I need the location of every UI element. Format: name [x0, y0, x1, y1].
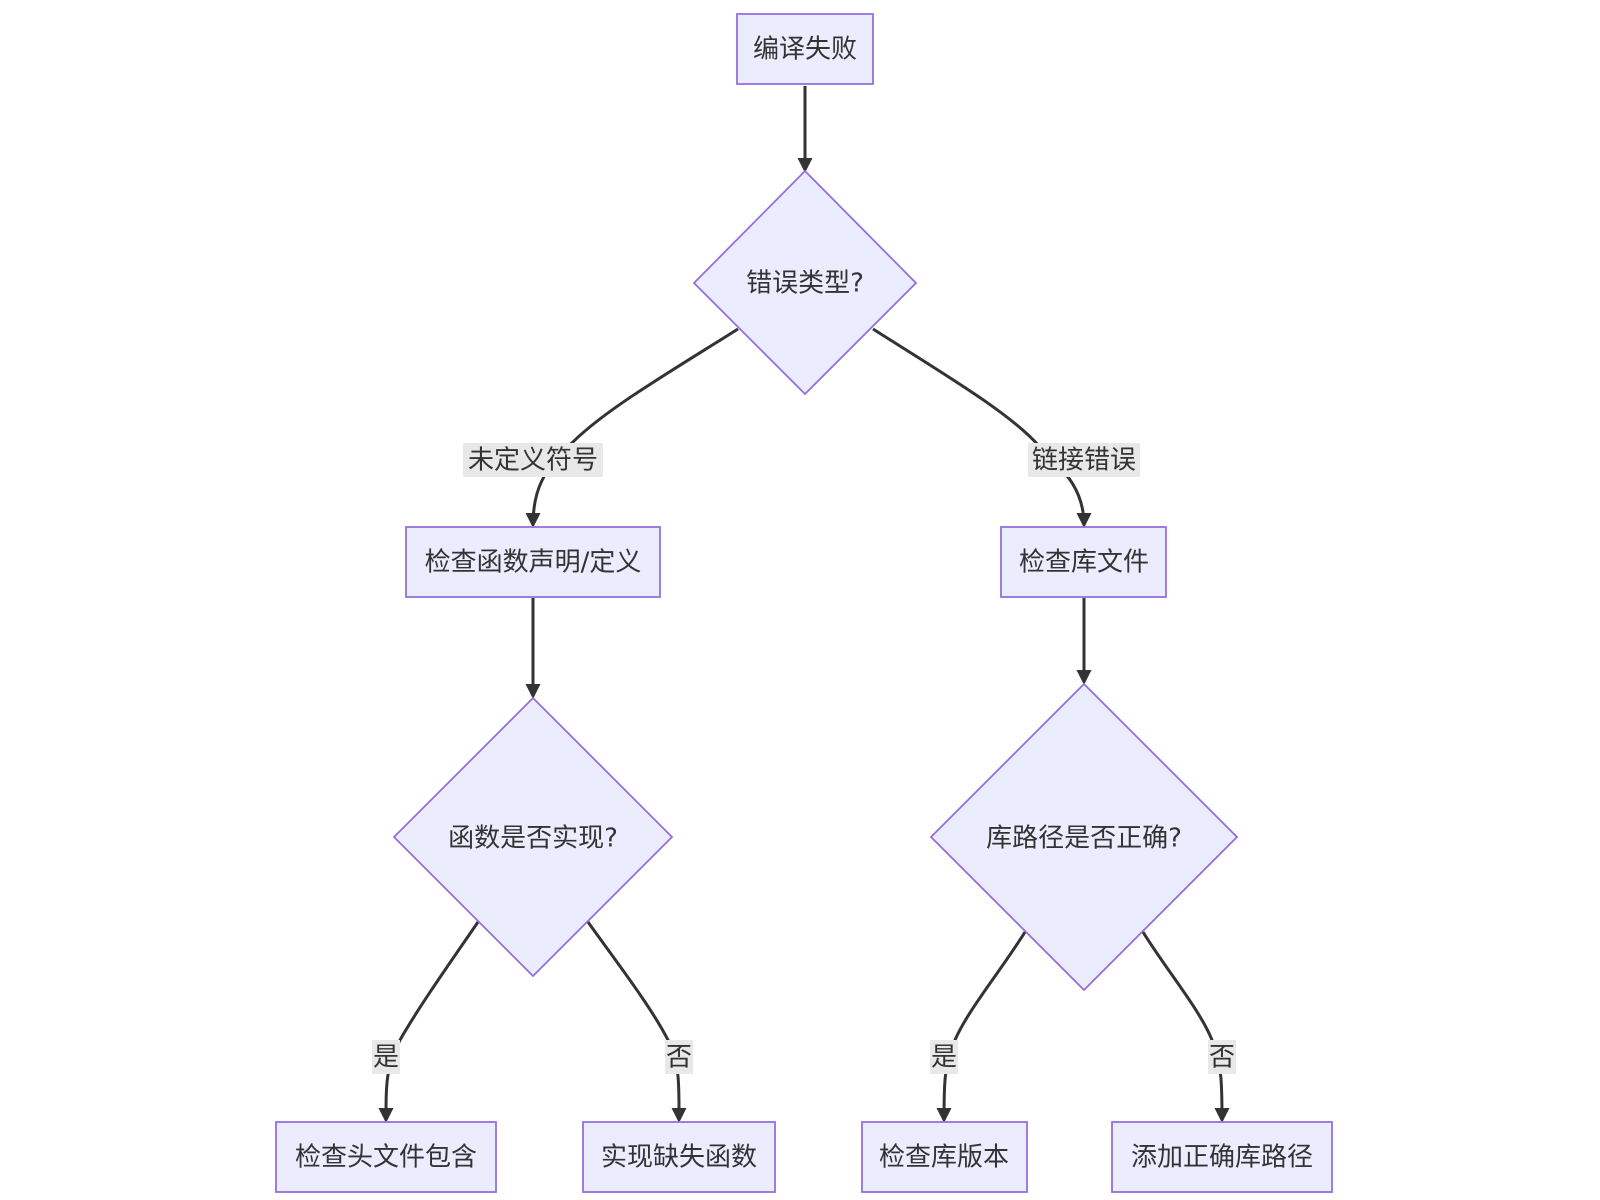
edges	[378, 86, 1230, 1123]
node-check-header-label: 检查头文件包含	[295, 1143, 477, 1173]
edge-label-lib-no: 否	[1208, 1040, 1236, 1074]
edge-lib-path-to-add-lib-path	[1141, 931, 1230, 1123]
edge-lib-path-to-check-lib-version	[936, 931, 1027, 1123]
node-error-type-label: 错误类型?	[746, 269, 864, 299]
edge-label-lib-no-text: 否	[1209, 1043, 1235, 1073]
edge-labels: 未定义符号 链接错误 是 否 是 否	[372, 443, 1236, 1074]
node-impl-missing: 实现缺失函数	[582, 1121, 776, 1193]
edge-label-func-yes: 是	[372, 1040, 400, 1074]
edge-label-func-yes-text: 是	[373, 1043, 399, 1073]
node-func-impl-label: 函数是否实现?	[448, 824, 618, 854]
node-impl-missing-label: 实现缺失函数	[601, 1143, 757, 1173]
nodes: 编译失败 错误类型? 检查函数声明/定义 检查库文件 函数是否实现? 库路径是否…	[275, 13, 1333, 1193]
node-start-label: 编译失败	[753, 35, 857, 65]
edge-label-link-error: 链接错误	[1028, 443, 1140, 477]
node-start: 编译失败	[736, 13, 874, 85]
node-lib-path-label: 库路径是否正确?	[986, 824, 1182, 854]
edge-label-lib-yes: 是	[930, 1040, 958, 1074]
edge-label-func-no: 否	[665, 1040, 693, 1074]
node-check-lib-version: 检查库版本	[861, 1121, 1028, 1193]
edge-label-lib-yes-text: 是	[931, 1043, 957, 1073]
edge-label-func-no-text: 否	[666, 1043, 692, 1073]
node-check-lib-version-label: 检查库版本	[879, 1143, 1009, 1173]
node-check-lib: 检查库文件	[1000, 526, 1167, 598]
edge-func-impl-to-impl-missing	[586, 921, 687, 1123]
edge-label-undefined-symbol: 未定义符号	[463, 443, 603, 477]
edge-error-type-to-check-lib	[872, 327, 1092, 528]
edge-label-undefined-symbol-text: 未定义符号	[468, 446, 598, 476]
edge-func-impl-to-check-header	[378, 921, 480, 1123]
edge-label-link-error-text: 链接错误	[1032, 446, 1136, 476]
node-func-impl: 函数是否实现?	[392, 696, 674, 978]
node-check-decl-label: 检查函数声明/定义	[425, 548, 642, 578]
node-add-lib-path: 添加正确库路径	[1111, 1121, 1333, 1193]
node-check-lib-label: 检查库文件	[1019, 548, 1149, 578]
node-error-type: 错误类型?	[692, 169, 918, 396]
edge-error-type-to-check-decl	[525, 327, 739, 528]
node-add-lib-path-label: 添加正确库路径	[1131, 1143, 1313, 1173]
node-lib-path: 库路径是否正确?	[929, 682, 1239, 992]
node-check-header: 检查头文件包含	[275, 1121, 497, 1193]
node-check-decl: 检查函数声明/定义	[405, 526, 661, 598]
